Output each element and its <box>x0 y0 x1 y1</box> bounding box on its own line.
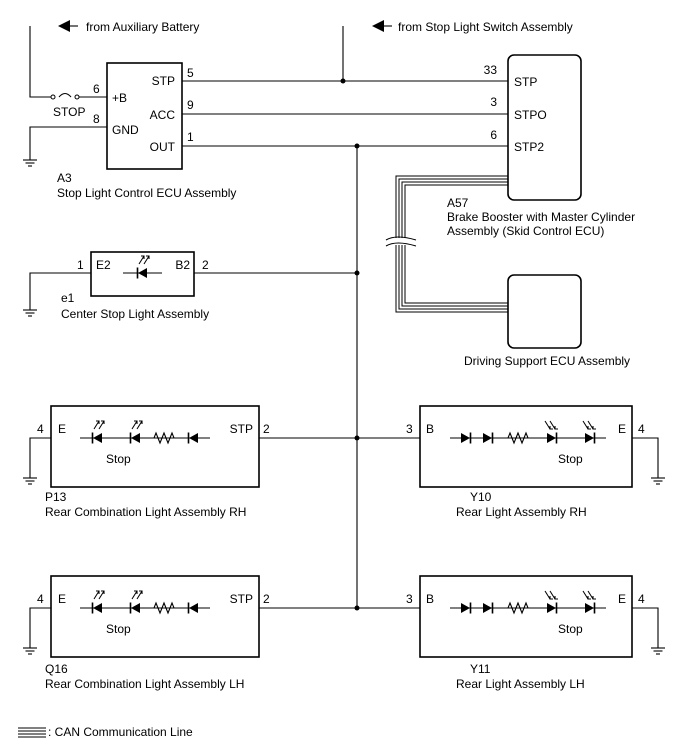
p13-stop-label: Stop <box>106 452 131 466</box>
y11-name: Rear Light Assembly LH <box>456 677 585 691</box>
a57-pin3-label: STPO <box>514 108 547 122</box>
a3-pin9-number: 9 <box>187 98 194 112</box>
a57-pin33-label: STP <box>514 75 537 89</box>
a3-pin6-number: 6 <box>93 82 100 96</box>
y11-code: Y11 <box>470 662 491 676</box>
y11-pin3-label: B <box>426 592 434 606</box>
a3-stop-light-control-ecu: 6 +B 8 GND STP ACC OUT 5 9 1 <box>93 62 194 170</box>
q16-pin2-label: STP <box>230 592 253 606</box>
aux-battery-label: from Auxiliary Battery <box>86 20 199 34</box>
a57-pin33-number: 33 <box>484 63 498 77</box>
can-bus-lines <box>384 175 508 313</box>
ground-icon <box>650 647 666 655</box>
can-legend: : CAN Communication Line <box>18 725 193 739</box>
y10-pin3-label: B <box>426 422 434 436</box>
a3-pin8-label: GND <box>112 123 139 137</box>
a3-code: A3 <box>57 171 72 185</box>
y11-rear-light-lh: 3 B E 4 Stop <box>406 575 645 658</box>
y10-code: Y10 <box>470 490 492 504</box>
y10-stop-label: Stop <box>558 452 583 466</box>
q16-name: Rear Combination Light Assembly LH <box>45 677 244 691</box>
stop-switch-label: from Stop Light Switch Assembly <box>398 20 573 34</box>
ground-icon <box>22 309 38 317</box>
e1-pin2-label: B2 <box>175 258 190 272</box>
fuse-icon <box>58 92 72 98</box>
p13-pin4-number: 4 <box>37 422 44 436</box>
e1-name: Center Stop Light Assembly <box>61 307 209 321</box>
e1-pin1-number: 1 <box>77 258 84 272</box>
ground-icon <box>22 647 38 655</box>
y10-name: Rear Light Assembly RH <box>456 505 587 519</box>
y11-stop-label: Stop <box>558 622 583 636</box>
arrow-left-icon <box>58 20 70 32</box>
ground-icon <box>22 477 38 485</box>
a3-name: Stop Light Control ECU Assembly <box>57 186 236 200</box>
q16-rear-combination-light-lh: 4 E STP 2 Stop <box>37 575 270 658</box>
q16-stop-label: Stop <box>106 622 131 636</box>
q16-pin2-number: 2 <box>263 592 270 606</box>
a3-pin8-number: 8 <box>93 112 100 126</box>
a3-pin5-number: 5 <box>187 66 194 80</box>
stop-switch-source: from Stop Light Switch Assembly <box>372 20 573 34</box>
y10-pin4-number: 4 <box>638 422 645 436</box>
a57-code: A57 <box>447 196 469 210</box>
y11-pin4-label: E <box>618 592 626 606</box>
a57-pin6-label: STP2 <box>514 140 544 154</box>
driving-support-ecu <box>507 274 582 349</box>
q16-pin4-number: 4 <box>37 592 44 606</box>
a57-skid-control-ecu: 33 3 6 STP STPO STP2 <box>484 54 582 201</box>
can-legend-label: : CAN Communication Line <box>48 725 193 739</box>
aux-battery-source: from Auxiliary Battery <box>58 20 199 34</box>
a57-name-line1: Brake Booster with Master Cylinder <box>447 210 635 224</box>
a3-pin6-label: +B <box>112 91 127 105</box>
ground-icon <box>22 159 38 167</box>
p13-name: Rear Combination Light Assembly RH <box>45 505 246 519</box>
y11-pin3-number: 3 <box>406 592 413 606</box>
e1-code: e1 <box>61 291 75 305</box>
driving-support-name: Driving Support ECU Assembly <box>464 354 630 368</box>
a3-pin5-label: STP <box>152 74 175 88</box>
q16-code: Q16 <box>45 662 68 676</box>
p13-rear-combination-light-rh: 4 E STP 2 Stop <box>37 405 270 488</box>
p13-pin2-number: 2 <box>263 422 270 436</box>
q16-pin4-label: E <box>58 592 66 606</box>
e1-pin1-label: E2 <box>96 258 111 272</box>
p13-code: P13 <box>45 490 67 504</box>
a3-pin1-number: 1 <box>187 130 194 144</box>
ground-icon <box>650 477 666 485</box>
a57-pin3-number: 3 <box>490 95 497 109</box>
p13-pin2-label: STP <box>230 422 253 436</box>
p13-pin4-label: E <box>58 422 66 436</box>
y10-rear-light-rh: 3 B E 4 Stop <box>406 405 645 488</box>
y10-pin4-label: E <box>618 422 626 436</box>
a3-pin1-label: OUT <box>150 140 176 154</box>
y11-pin4-number: 4 <box>638 592 645 606</box>
y10-pin3-number: 3 <box>406 422 413 436</box>
arrow-left-icon <box>372 20 384 32</box>
a57-name-line2: Assembly (Skid Control ECU) <box>447 224 604 238</box>
fuse-label: STOP <box>53 105 85 119</box>
e1-pin2-number: 2 <box>202 258 209 272</box>
a57-pin6-number: 6 <box>490 128 497 142</box>
e1-center-stop-light: 1 E2 B2 2 <box>77 251 209 297</box>
a3-pin9-label: ACC <box>150 108 176 122</box>
